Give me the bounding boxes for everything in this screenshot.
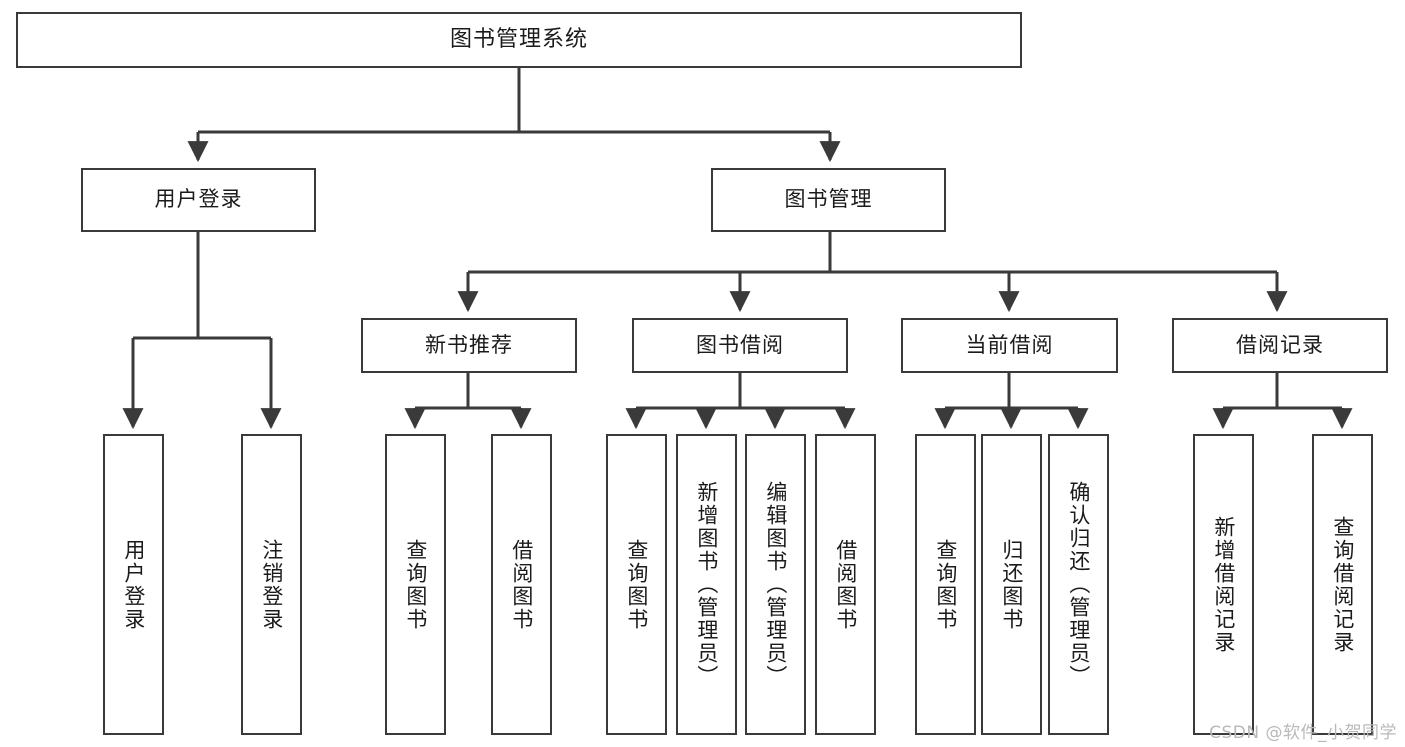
node-leaf-query-book-3[interactable]: 查询图书 <box>915 434 976 735</box>
node-leaf-return-book[interactable]: 归还图书 <box>981 434 1042 735</box>
node-leaf-add-book[interactable]: 新增图书（管理员） <box>676 434 737 735</box>
node-leaf-borrow-book-1[interactable]: 借阅图书 <box>491 434 552 735</box>
node-leaf-confirm-return[interactable]: 确认归还（管理员） <box>1048 434 1109 735</box>
node-leaf-confirm-return-label: 确认归还（管理员） <box>1066 481 1091 688</box>
node-leaf-query-book-2-label: 查询图书 <box>624 538 649 631</box>
node-leaf-query-record[interactable]: 查询借阅记录 <box>1312 434 1373 735</box>
node-book-borrow[interactable]: 图书借阅 <box>632 318 848 373</box>
node-leaf-query-record-label: 查询借阅记录 <box>1330 515 1355 654</box>
node-leaf-query-book-2[interactable]: 查询图书 <box>606 434 667 735</box>
node-leaf-borrow-book-2-label: 借阅图书 <box>833 538 858 631</box>
csdn-watermark: CSDN @软件_小贺同学 <box>1209 723 1397 743</box>
node-leaf-user-logout-label: 注销登录 <box>259 538 284 631</box>
node-root-label: 图书管理系统 <box>449 26 588 52</box>
node-current-borrow[interactable]: 当前借阅 <box>901 318 1118 373</box>
node-borrow-record[interactable]: 借阅记录 <box>1172 318 1388 373</box>
node-leaf-query-book-1[interactable]: 查询图书 <box>385 434 446 735</box>
node-root[interactable]: 图书管理系统 <box>16 12 1022 68</box>
node-new-book-rec-label: 新书推荐 <box>425 332 513 357</box>
node-leaf-user-login[interactable]: 用户登录 <box>103 434 164 735</box>
node-leaf-add-book-label: 新增图书（管理员） <box>694 481 719 688</box>
node-leaf-add-record[interactable]: 新增借阅记录 <box>1193 434 1254 735</box>
node-leaf-edit-book[interactable]: 编辑图书（管理员） <box>745 434 806 735</box>
node-leaf-user-login-label: 用户登录 <box>121 538 146 631</box>
node-user-login[interactable]: 用户登录 <box>81 168 316 232</box>
node-book-manage-label: 图书管理 <box>784 187 873 212</box>
node-new-book-rec[interactable]: 新书推荐 <box>361 318 577 373</box>
node-leaf-add-record-label: 新增借阅记录 <box>1211 515 1236 654</box>
node-leaf-query-book-3-label: 查询图书 <box>933 538 958 631</box>
node-leaf-return-book-label: 归还图书 <box>999 538 1024 631</box>
node-leaf-borrow-book-2[interactable]: 借阅图书 <box>815 434 876 735</box>
node-current-borrow-label: 当前借阅 <box>965 332 1054 357</box>
node-user-login-label: 用户登录 <box>154 187 243 212</box>
node-borrow-record-label: 借阅记录 <box>1236 332 1324 357</box>
node-book-borrow-label: 图书借阅 <box>696 332 784 357</box>
node-leaf-query-book-1-label: 查询图书 <box>403 538 428 631</box>
node-leaf-edit-book-label: 编辑图书（管理员） <box>763 481 788 688</box>
node-leaf-borrow-book-1-label: 借阅图书 <box>509 538 534 631</box>
node-leaf-user-logout[interactable]: 注销登录 <box>241 434 302 735</box>
node-book-manage[interactable]: 图书管理 <box>711 168 946 232</box>
